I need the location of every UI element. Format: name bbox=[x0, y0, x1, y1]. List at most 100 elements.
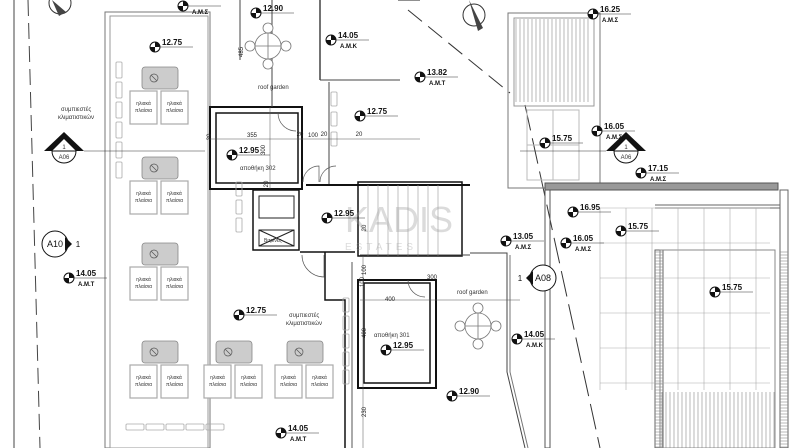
solar-panel-label: ηλιακά bbox=[241, 374, 256, 381]
level-datum-icon bbox=[539, 137, 583, 149]
solar-panel-label: ηλιακά bbox=[281, 374, 296, 381]
section-number: 1 bbox=[518, 274, 523, 283]
level-marker: 12.95 bbox=[380, 341, 424, 356]
walls bbox=[13, 0, 789, 448]
solar-panel-label: ηλιακά bbox=[136, 100, 151, 107]
level-sub-label: Α.Μ.Κ bbox=[526, 343, 544, 349]
solar-panel-label: πλαίσια bbox=[209, 382, 226, 388]
section-sheet: A06 bbox=[621, 155, 632, 161]
level-value: 12.95 bbox=[239, 146, 260, 155]
garden-tables bbox=[244, 22, 502, 350]
level-datum-icon bbox=[380, 344, 424, 356]
level-sub-label: Α.Μ.Σ bbox=[606, 135, 623, 141]
dimension-label: 20 bbox=[297, 132, 304, 138]
door-swings bbox=[277, 112, 426, 298]
compressors-label: συμπιεστές bbox=[61, 106, 91, 113]
solar-panel-label: πλαίσια bbox=[166, 382, 183, 388]
dimension-label: 20 bbox=[264, 180, 270, 187]
section-marker: A10 1 bbox=[41, 230, 81, 258]
level-marker: 16.05Α.Μ.Σ bbox=[591, 122, 635, 141]
storage-301-label: αποθήκη 301 bbox=[374, 332, 410, 339]
north-arrow-icon bbox=[48, 0, 72, 16]
ac-unit-icon bbox=[215, 340, 253, 364]
ac-unit-icon bbox=[141, 242, 179, 266]
solar-panel-label: ηλιακά bbox=[167, 100, 182, 107]
level-marker: 12.75 bbox=[149, 38, 193, 53]
solar-panel-label: πλαίσια bbox=[135, 198, 152, 204]
level-sub-label: Α.Μ.Σ bbox=[575, 247, 592, 253]
level-marker: Α.Μ.Σ bbox=[177, 0, 221, 16]
level-value: 14.05 bbox=[338, 31, 359, 40]
level-value: 16.25 bbox=[600, 5, 621, 14]
level-sub-label: Α.Μ.Σ bbox=[192, 10, 209, 16]
section-sheet: A08 bbox=[535, 273, 551, 283]
ac-unit-icon bbox=[141, 340, 179, 364]
level-marker: 16.95 bbox=[567, 203, 611, 218]
solar-panel-groups: ηλιακάπλαίσιαηλιακάπλαίσιαηλιακάπλαίσιαη… bbox=[129, 66, 334, 399]
table-with-chairs-icon bbox=[244, 22, 292, 70]
level-value: 12.90 bbox=[459, 387, 480, 396]
dimension-label: 300 bbox=[427, 275, 438, 281]
dimension-label: 20 bbox=[207, 133, 213, 140]
level-value: 16.95 bbox=[580, 203, 601, 212]
watermark-text: KADIS bbox=[345, 199, 453, 240]
pergola-hatching bbox=[515, 19, 788, 448]
level-marker: 16.05Α.Μ.Σ bbox=[560, 234, 604, 253]
level-value: 12.90 bbox=[263, 4, 284, 13]
solar-panel-label: ηλιακά bbox=[312, 374, 327, 381]
dimension-label: 20 bbox=[321, 132, 328, 138]
level-marker: 14.05Α.Μ.Κ bbox=[325, 31, 369, 50]
solar-panel-label: πλαίσια bbox=[135, 382, 152, 388]
roof-garden-label: roof garden bbox=[258, 85, 289, 91]
roof-garden-label: roof garden bbox=[457, 290, 488, 296]
level-marker: 12.75 bbox=[233, 306, 277, 321]
level-datum-icon bbox=[591, 125, 635, 137]
level-marker: 12.75 bbox=[354, 107, 398, 122]
section-number: 1 bbox=[76, 240, 81, 249]
level-datum-icon bbox=[275, 427, 319, 439]
level-datum-icon bbox=[321, 212, 365, 224]
level-datum-icon bbox=[446, 390, 490, 402]
terrace-tile-grid bbox=[599, 207, 770, 390]
level-marker: 16.25Α.Μ.Σ bbox=[587, 5, 631, 24]
level-sub-label: Α.Μ.Σ bbox=[515, 245, 532, 251]
ac-unit-icon bbox=[286, 340, 324, 364]
solar-panel-label: πλαίσια bbox=[311, 382, 328, 388]
level-datum-icon bbox=[709, 286, 753, 298]
level-sub-label: Α.Μ.Κ bbox=[340, 44, 358, 50]
dimension-label: 20 bbox=[356, 132, 363, 138]
level-marker: 17.15Α.Μ.Σ bbox=[635, 164, 679, 183]
table-with-chairs-icon bbox=[454, 302, 502, 350]
level-value: 16.05 bbox=[573, 234, 594, 243]
level-datum-icon bbox=[560, 237, 604, 249]
section-sheet: A10 bbox=[47, 239, 63, 249]
solar-panel-label: ηλιακά bbox=[136, 374, 151, 381]
north-arrow-icon bbox=[462, 0, 486, 31]
solar-panel-label: ηλιακά bbox=[167, 374, 182, 381]
level-value: 14.05 bbox=[76, 269, 97, 278]
level-sub-label: Α.Μ.Τ bbox=[290, 437, 307, 443]
level-datum-icon bbox=[233, 309, 277, 321]
watermark: KADIS ESTATES bbox=[345, 199, 453, 253]
level-value: 12.75 bbox=[367, 107, 388, 116]
level-value: 14.05 bbox=[524, 330, 545, 339]
level-value: 13.05 bbox=[513, 232, 534, 241]
level-marker: 14.05Α.Μ.Κ bbox=[511, 330, 555, 349]
level-marker: 15.75 bbox=[615, 222, 659, 237]
level-datum-icon bbox=[149, 41, 193, 53]
